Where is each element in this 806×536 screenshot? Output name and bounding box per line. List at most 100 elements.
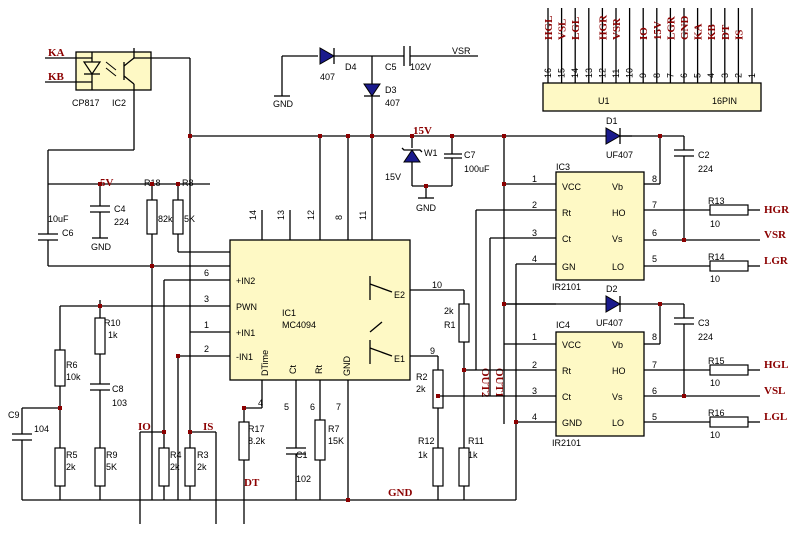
c8-ref: C8 xyxy=(112,384,124,394)
vsr-top-label: VSR xyxy=(452,46,471,56)
u1-pin-name: LGR xyxy=(665,15,677,40)
r3-ref: R3 xyxy=(197,450,209,460)
c2-value: 224 xyxy=(698,164,713,174)
r10-ref: R10 xyxy=(104,318,121,328)
ic1-pin-rt: Rt xyxy=(314,365,324,374)
ic3-pin-5-num: 5 xyxy=(652,254,657,264)
net-vsl-label: VSL xyxy=(764,385,785,397)
net-ka-label: KA xyxy=(48,47,65,59)
r7-value: 15K xyxy=(328,436,344,446)
c9-value: 104 xyxy=(34,424,49,434)
ic4-part: IR2101 xyxy=(552,438,581,448)
ic4-pin-rt: Rt xyxy=(562,366,571,376)
u1-pin-name: KB xyxy=(706,23,718,40)
net-kb-label: KB xyxy=(48,71,65,83)
c4-value: 224 xyxy=(114,217,129,227)
w1-ref: W1 xyxy=(424,148,438,158)
r8-ref: R8 xyxy=(182,178,194,188)
ic1-pin-9-num: 9 xyxy=(430,346,435,356)
ic4-pin-8-num: 8 xyxy=(652,332,657,342)
r8-value: 5K xyxy=(184,214,195,224)
ic2-ref: IC2 xyxy=(112,98,126,108)
ic1-pin-gnd: GND xyxy=(342,356,352,377)
u1-pin-number: 11 xyxy=(611,69,621,78)
r4-ref: R4 xyxy=(170,450,182,460)
ic1-pin-dtime: DTime xyxy=(260,350,270,376)
r16-value: 10 xyxy=(710,430,720,440)
u1-pin-number: 2 xyxy=(733,73,743,78)
ic3-pin-lo: LO xyxy=(612,262,624,272)
c5-ref: C5 xyxy=(385,62,397,72)
ic3-ir2101: IC3 IR2101 VCC Rt Ct GN Vb HO Vs LO 1 2 … xyxy=(532,162,657,292)
ic3-pin-gn: GN xyxy=(562,262,576,272)
ic4-body xyxy=(555,331,645,437)
r11-value: 1k xyxy=(468,450,478,460)
r1-value: 2k xyxy=(444,306,454,316)
ic4-pin-1-num: 1 xyxy=(532,332,537,342)
c5-value: 102V xyxy=(410,62,431,72)
ic4-pin-vs: Vs xyxy=(612,392,623,402)
u1-pin-name: VSR xyxy=(611,17,623,40)
ic1-pin-in2p: +IN2 xyxy=(236,276,255,286)
ic4-pin-5-num: 5 xyxy=(652,412,657,422)
r14-value: 10 xyxy=(710,274,720,284)
ic1-pin-2-num: 2 xyxy=(204,344,209,354)
ic1-pin-14-num: 14 xyxy=(248,210,258,220)
c1-ref: C1 xyxy=(296,450,308,460)
ic1-ref: IC1 xyxy=(282,308,296,318)
ic2-part: CP817 xyxy=(72,98,100,108)
ic1-pin-10-num: 10 xyxy=(432,280,442,290)
u1-pin-name: IO xyxy=(638,27,650,40)
gnd-c4-label: GND xyxy=(91,242,112,252)
gnd-top-label: GND xyxy=(273,99,294,109)
u1-pin-number: 15 xyxy=(557,68,567,78)
u1-pin-number: 6 xyxy=(679,73,689,78)
c2-ref: C2 xyxy=(698,150,710,160)
connector-u1: U1 16PIN xyxy=(542,82,762,112)
gnd-w1-label: GND xyxy=(416,203,437,213)
r10-value: 1k xyxy=(108,330,118,340)
u1-body xyxy=(542,82,762,112)
u1-pin-count: 16PIN xyxy=(712,96,737,106)
ic4-pin-6-num: 6 xyxy=(652,386,657,396)
ic4-pin-2-num: 2 xyxy=(532,360,537,370)
u1-pin-name: HGR xyxy=(597,14,609,40)
u1-pin-number: 12 xyxy=(597,68,607,78)
u1-pin-name: VSL xyxy=(557,19,569,40)
r6-value: 10k xyxy=(66,372,81,382)
ic1-pin-8-num: 8 xyxy=(334,215,344,220)
ic4-ref: IC4 xyxy=(556,320,570,330)
c9-ref: C9 xyxy=(8,410,20,420)
r17-value: 8.2k xyxy=(248,436,266,446)
r14-ref: R14 xyxy=(708,252,725,262)
c1-value: 102 xyxy=(296,474,311,484)
r9-ref: R9 xyxy=(106,450,118,460)
u1-pin-name: IS xyxy=(733,30,745,40)
ic4-ir2101: IC4 IR2101 VCC Rt Ct GND Vb HO Vs LO 1 2… xyxy=(532,320,657,448)
ic1-pin-12-num: 12 xyxy=(306,210,316,220)
ic1-mc4094: +IN2 PWN +IN1 -IN1 IC1 MC4094 DTime Ct R… xyxy=(229,239,411,381)
u1-pin-name: DT xyxy=(720,24,732,40)
r6-ref: R6 xyxy=(66,360,78,370)
ic3-pin-vcc: VCC xyxy=(562,182,582,192)
ic1-pin-6a-num: 6 xyxy=(204,268,209,278)
r12-value: 1k xyxy=(418,450,428,460)
ic1-pin-in1p: +IN1 xyxy=(236,328,255,338)
ic1-pin-13-num: 13 xyxy=(276,210,286,220)
net-5v-label: 5V xyxy=(100,177,114,189)
junction-dots xyxy=(58,134,686,502)
ic1-pin-pwn: PWN xyxy=(236,302,257,312)
ic1-pin-1-num: 1 xyxy=(204,320,209,330)
ic1-pin-4-num: 4 xyxy=(258,398,263,408)
ic4-pin-3-num: 3 xyxy=(532,386,537,396)
c3-value: 224 xyxy=(698,332,713,342)
r18-value: 82k xyxy=(158,214,173,224)
u1-pin-name: LGL xyxy=(570,17,582,40)
ic1-part: MC4094 xyxy=(282,320,316,330)
u1-pin-number: 10 xyxy=(625,68,635,78)
c8-value: 103 xyxy=(112,398,127,408)
ic1-pin-e1: E1 xyxy=(394,354,405,364)
r13-ref: R13 xyxy=(708,196,725,206)
r2-value: 2k xyxy=(416,384,426,394)
c7-ref: C7 xyxy=(464,150,476,160)
